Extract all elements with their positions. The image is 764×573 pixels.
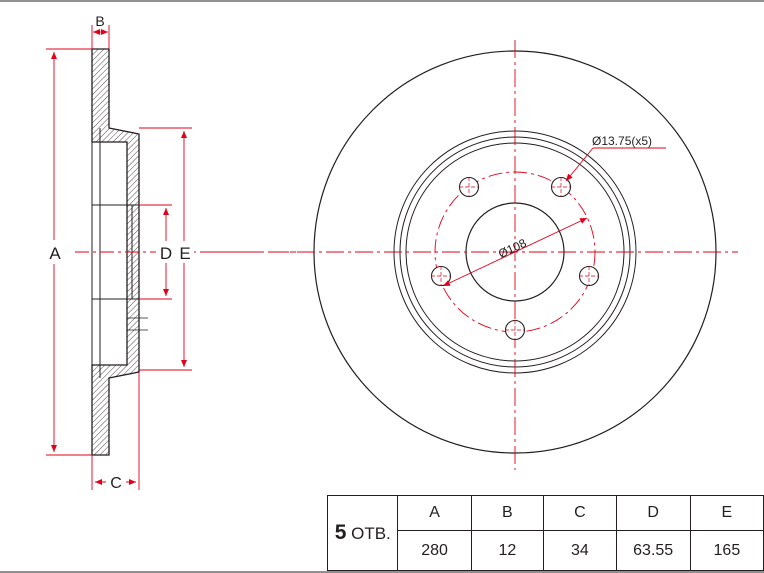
spec-table-value-row: 280 12 34 63.55 165 bbox=[328, 530, 764, 571]
table-header-b: B bbox=[470, 495, 545, 531]
dim-c-label: C bbox=[110, 475, 122, 492]
bolt-hole-label: Ø13.75(x5) bbox=[592, 134, 652, 148]
table-header-c: C bbox=[543, 495, 617, 531]
holes-count: 5 bbox=[334, 521, 347, 544]
dim-bolt-circle-line bbox=[442, 217, 588, 287]
side-section-view: A B C D E bbox=[45, 13, 310, 492]
holes-cell: 5 ОТВ. bbox=[326, 495, 399, 571]
dim-a-label: A bbox=[49, 244, 61, 263]
spec-table-header-row: 5 ОТВ. A B C D E bbox=[326, 495, 764, 571]
table-value-d: 63.55 bbox=[615, 530, 691, 571]
dim-e-label: E bbox=[179, 244, 190, 263]
dim-b-label: B bbox=[95, 13, 104, 29]
dim-bolt-circle-label: Ø108 bbox=[496, 236, 529, 261]
table-header-e: E bbox=[689, 495, 764, 531]
dim-d-label: D bbox=[160, 244, 172, 263]
dim-d-label-bg bbox=[156, 241, 176, 263]
dim-c-label-bg bbox=[106, 472, 126, 492]
table-value-b: 12 bbox=[470, 530, 545, 571]
spec-table: 5 ОТВ. A B C D E 280 12 34 63.55 165 bbox=[326, 495, 764, 571]
table-value-e: 165 bbox=[689, 530, 764, 571]
hub-inner-outline bbox=[91, 128, 128, 378]
dim-a-label-bg bbox=[45, 240, 65, 264]
front-view: Ø108 Ø13.75(x5) bbox=[210, 40, 738, 470]
dim-e-label-bg bbox=[176, 241, 194, 263]
table-value-c: 34 bbox=[543, 530, 617, 571]
table-header-a: A bbox=[397, 495, 472, 531]
table-header-d: D bbox=[615, 495, 691, 531]
bolt-hole-leader bbox=[565, 147, 594, 182]
table-value-a: 280 bbox=[397, 530, 472, 571]
bolt-hole-crosshairs bbox=[431, 177, 599, 340]
holes-unit: ОТВ. bbox=[351, 524, 391, 543]
